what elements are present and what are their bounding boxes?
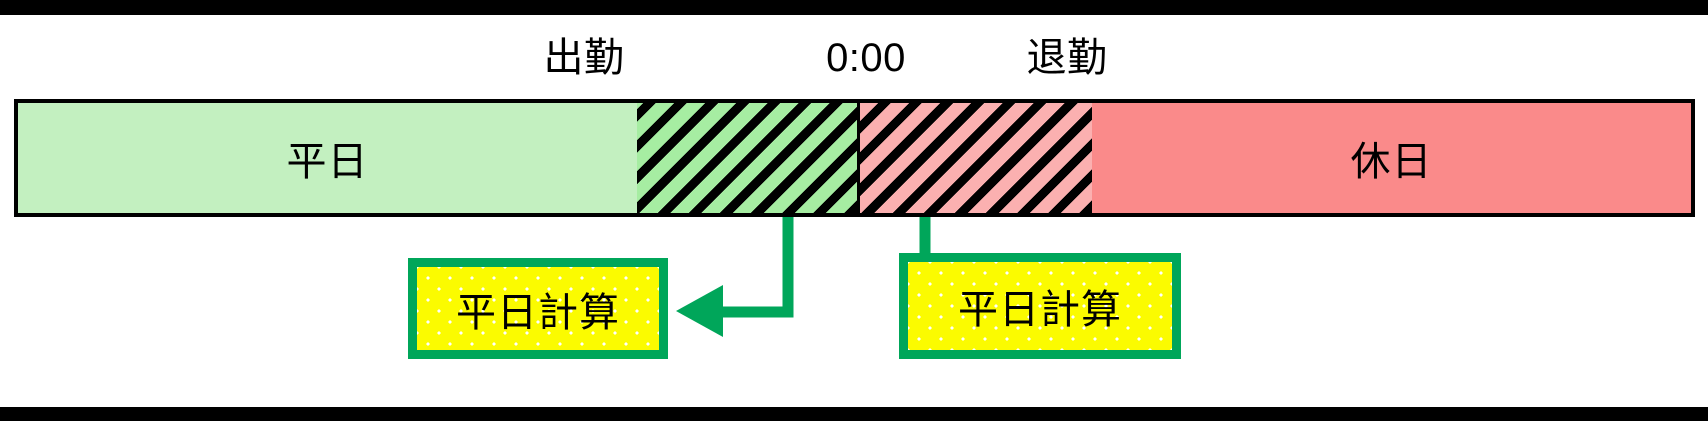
connector-left [676, 217, 794, 337]
timeline-segment-weekday-hatched [637, 103, 857, 213]
callout-weekday-calc-right: 平日計算 [899, 253, 1181, 359]
callout-right-label: 平日計算 [958, 288, 1122, 332]
timeline-segment-holiday-hatched [857, 103, 1092, 213]
callout-left-label: 平日計算 [456, 290, 620, 335]
top-letterbox-band [0, 0, 1708, 15]
timeline-segment-holiday-label: 休日 [1350, 140, 1433, 184]
timeline-segment-holiday-solid: 休日 [1092, 103, 1691, 213]
timeline-segment-weekday-label: 平日 [286, 140, 369, 184]
marker-clock-in: 出勤 [543, 36, 625, 80]
marker-clock-out: 退勤 [1026, 36, 1108, 80]
bottom-letterbox-band [0, 407, 1708, 421]
callout-weekday-calc-left: 平日計算 [408, 258, 668, 359]
timeline-bar: 平日 休日 [14, 99, 1695, 217]
timeline-segment-weekday-solid: 平日 [18, 103, 637, 213]
marker-midnight: 0:00 [826, 36, 906, 80]
arrowhead-left-icon [676, 285, 723, 337]
